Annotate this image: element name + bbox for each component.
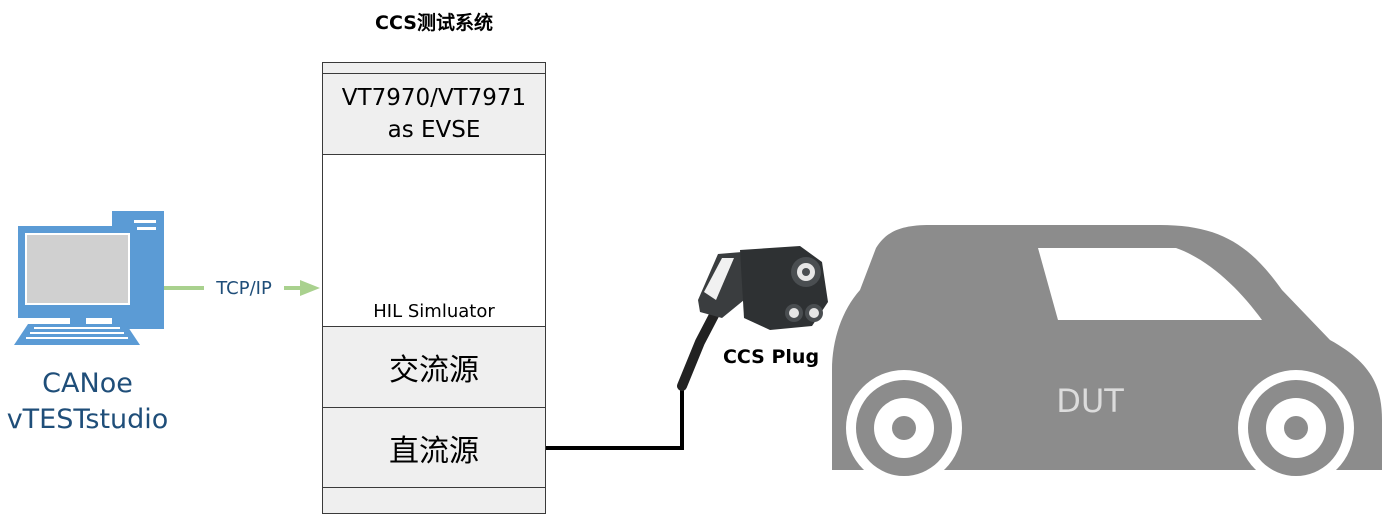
pc-label-line-2: vTESTstudio [0, 402, 175, 438]
computer-icon [14, 211, 164, 345]
rack-title: CCS测试系统 [322, 6, 546, 36]
rack-bottom-slot [322, 487, 546, 514]
dut-label: DUT [1030, 378, 1150, 424]
dc-source-slot: 直流源 [322, 407, 546, 488]
dc-cable [546, 386, 682, 448]
pc-label-line-1: CANoe [0, 366, 175, 402]
tcpip-label: TCP/IP [204, 275, 284, 301]
pc-label: CANoe vTESTstudio [0, 366, 175, 438]
evse-line-1: VT7970/VT7971 [342, 82, 526, 114]
evse-slot: VT7970/VT7971 as EVSE [322, 73, 546, 155]
ccs-plug-label: CCS Plug [716, 342, 826, 372]
ac-source-slot: 交流源 [322, 326, 546, 408]
hil-label: HIL Simluator [322, 298, 546, 324]
vehicle-icon [832, 225, 1382, 486]
evse-line-2: as EVSE [342, 114, 526, 146]
